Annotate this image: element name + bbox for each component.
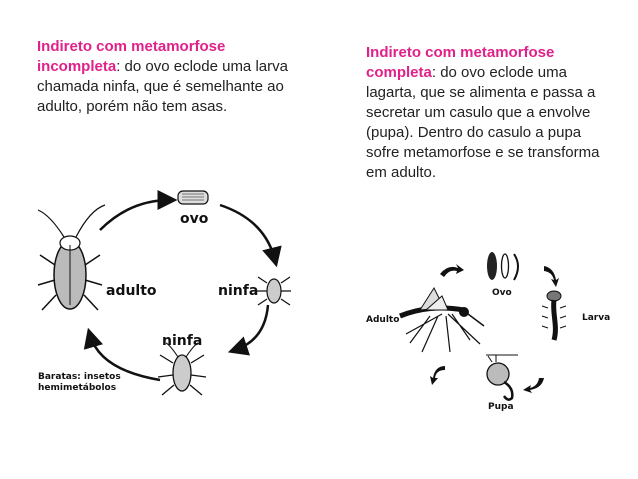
complete-title-line1: Indireto com metamorfose (366, 44, 555, 61)
caption-line1: Baratas: insetos (38, 372, 121, 382)
label-ninfa-bottom: ninfa (162, 333, 202, 349)
incomplete-metamorphosis-text: Indireto com metamorfose incompleta: do … (37, 37, 307, 117)
adult-cockroach-icon (37, 204, 106, 311)
incomplete-title-line1: Indireto com metamorfose (37, 38, 226, 55)
nymph-bottom-icon (157, 342, 207, 396)
label-adulto-right: Adulto (366, 315, 399, 325)
adult-mosquito-icon (399, 286, 485, 353)
incomplete-title-line2: incompleta (37, 58, 117, 75)
label-larva: Larva (582, 313, 610, 323)
cycle-arrow-right-bottom (227, 304, 270, 356)
complete-title-line2: completa (366, 64, 432, 81)
complete-description: : do ovo eclode uma lagarta, que se alim… (366, 64, 600, 181)
mosquito-life-cycle-diagram: Ovo Larva Pupa Adulto (366, 252, 610, 412)
label-adulto: adulto (106, 283, 157, 299)
caption-line2: hemimetábolos (38, 383, 116, 393)
mosquito-eggs-icon (487, 252, 519, 281)
label-ovo: ovo (180, 211, 209, 227)
incomplete-description: : do ovo eclode uma larva chamada ninfa,… (37, 58, 288, 115)
cycle-arrow-left-top (99, 190, 178, 231)
label-pupa: Pupa (488, 402, 514, 412)
cockroach-life-cycle-diagram: ovo adulto ninfa ninfa Baratas: insetos … (37, 190, 291, 396)
cycle-arrow-icons (430, 264, 559, 393)
complete-metamorphosis-text: Indireto com metamorfose completa: do ov… (366, 43, 611, 183)
cycle-arrow-top-right (219, 203, 282, 268)
label-ninfa-right: ninfa (218, 283, 258, 299)
larva-icon (541, 290, 567, 341)
cycle-arrow-bottom-left (83, 327, 161, 382)
egg-capsule-icon (177, 190, 209, 205)
nymph-right-icon (257, 276, 291, 306)
pupa-icon (486, 354, 518, 401)
label-ovo-right: Ovo (492, 288, 512, 298)
